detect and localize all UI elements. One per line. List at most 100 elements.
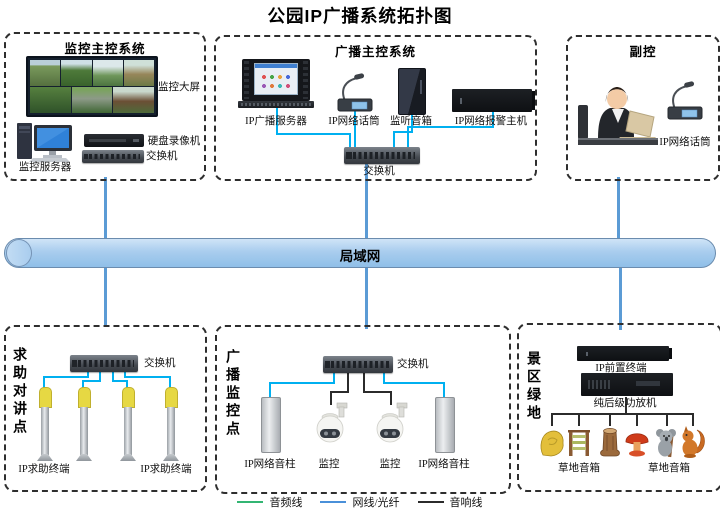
device-cable — [333, 373, 335, 384]
broadcast-switch-label: 交换机 — [363, 166, 395, 177]
speaker-line-swatch — [417, 501, 444, 503]
ip-alarm-host-device — [452, 89, 535, 112]
help-switch-device — [70, 355, 138, 372]
column-speaker-label-right: IP网络音柱 — [418, 459, 470, 470]
dome-camera — [373, 401, 409, 447]
speaker-cable — [625, 397, 627, 414]
ip-network-mic-label: IP网络话筒 — [328, 116, 380, 127]
audio-video-cable — [330, 391, 332, 405]
device-cable — [443, 382, 445, 399]
ip-alarm-host-label: IP网络报警主机 — [454, 116, 528, 127]
audio-video-cable — [347, 373, 349, 393]
bmonitor-switch-device — [323, 356, 393, 373]
device-cable — [82, 380, 84, 389]
rock-speaker — [538, 425, 566, 459]
amplifier-label: 纯后级功放机 — [593, 398, 657, 409]
stump-speaker — [596, 425, 624, 459]
ip-front-terminal-label: IP前置终端 — [595, 363, 647, 374]
device-cable — [112, 380, 128, 382]
help-terminal-label-left: IP求助终端 — [18, 464, 70, 475]
speaker-cable — [666, 413, 668, 426]
device-cable — [393, 131, 413, 133]
network-line-label: 网线/光纤 — [352, 497, 400, 509]
ip-broadcast-server — [242, 59, 310, 101]
device-cable — [43, 376, 89, 378]
audio-line-swatch — [237, 501, 264, 503]
squirrel-speaker — [679, 425, 707, 459]
subcontrol-box: 副控 IP网络话筒 — [566, 35, 720, 181]
speaker-cable — [578, 413, 580, 426]
ip-column-speaker — [261, 397, 281, 453]
monitor-server-computer — [16, 122, 74, 162]
trunk-line-bmonitor — [365, 267, 368, 329]
speaker-cable — [609, 413, 611, 426]
lan-bus: 局域网 — [4, 238, 716, 268]
monitor-switch-device — [82, 150, 144, 163]
help-box-title: 求助对讲点 — [12, 347, 28, 437]
device-cable — [124, 372, 126, 378]
monitor-server-label: 监控服务器 — [18, 162, 72, 173]
device-cable — [354, 111, 356, 149]
device-cable — [124, 376, 171, 378]
monitor-speaker-device — [398, 68, 426, 115]
speaker-cable — [551, 413, 694, 415]
legend: 音频线 网线/光纤 音响线 — [0, 494, 720, 510]
help-switch-label: 交换机 — [144, 358, 176, 369]
legend-item-speaker: 音响线 — [417, 494, 483, 510]
audio-video-cable — [330, 391, 349, 393]
help-terminal-pole — [76, 387, 92, 461]
device-cable — [349, 133, 351, 149]
grass-speaker-label-right: 草地音箱 — [648, 463, 690, 474]
lan-label: 局域网 — [339, 249, 381, 264]
speaker-cable — [551, 413, 553, 426]
audio-video-cable — [390, 391, 392, 405]
audio-video-cable — [363, 373, 365, 393]
broadcast-monitor-box: 广播监控点 交换机 — [215, 325, 511, 494]
monitor-speaker-label: 监听音箱 — [390, 116, 432, 127]
device-cable — [407, 126, 494, 128]
mushroom-speaker — [623, 425, 651, 459]
audio-video-cable — [363, 391, 392, 393]
monitor-master-box: 监控主控系统 监控大屏 监控服务器 硬盘录像机 交换机 — [4, 32, 206, 181]
bench-speaker — [565, 425, 593, 459]
column-speaker-label-left: IP网络音柱 — [244, 459, 296, 470]
device-cable — [276, 133, 351, 135]
trunk-line-green — [619, 267, 622, 330]
speaker-line-label: 音响线 — [449, 497, 483, 509]
device-cable — [169, 376, 171, 389]
ip-broadcast-server-label: IP广播服务器 — [245, 116, 307, 127]
bmonitor-switch-label: 交换机 — [397, 359, 429, 370]
device-cable — [82, 380, 101, 382]
device-cable — [112, 372, 114, 382]
bmonitor-box-title: 广播监控点 — [225, 349, 241, 439]
speaker-cable — [636, 413, 638, 426]
help-terminal-pole — [37, 387, 53, 461]
device-cable — [407, 126, 409, 149]
device-cable — [269, 382, 335, 384]
help-terminal-label-right: IP求助终端 — [140, 464, 192, 475]
help-terminal-pole — [120, 387, 136, 461]
audio-line-label: 音频线 — [269, 497, 303, 509]
koala-speaker — [652, 425, 680, 459]
device-cable — [269, 382, 271, 399]
ip-network-mic — [332, 73, 378, 115]
ip-column-speaker — [435, 397, 455, 453]
device-cable — [99, 372, 101, 382]
dome-camera — [313, 401, 349, 447]
ip-front-terminal-device — [577, 346, 672, 361]
help-terminal-pole — [163, 387, 179, 461]
device-cable — [43, 376, 45, 389]
green-area-box: 景区绿地 IP前置终端 纯后级功放机 — [517, 323, 720, 492]
device-cable — [411, 113, 413, 133]
grass-speaker-label-left: 草地音箱 — [558, 463, 600, 474]
video-wall-label: 监控大屏 — [158, 82, 200, 93]
camera-label-right: 监控 — [379, 459, 401, 470]
legend-item-network: 网线/光纤 — [320, 494, 400, 510]
broadcast-switch-device — [344, 147, 420, 164]
ip-network-mic — [662, 81, 708, 123]
green-box-title: 景区绿地 — [526, 351, 542, 423]
trunk-line-subcontrol — [617, 177, 620, 239]
device-cable — [126, 380, 128, 389]
device-cable — [383, 382, 445, 384]
